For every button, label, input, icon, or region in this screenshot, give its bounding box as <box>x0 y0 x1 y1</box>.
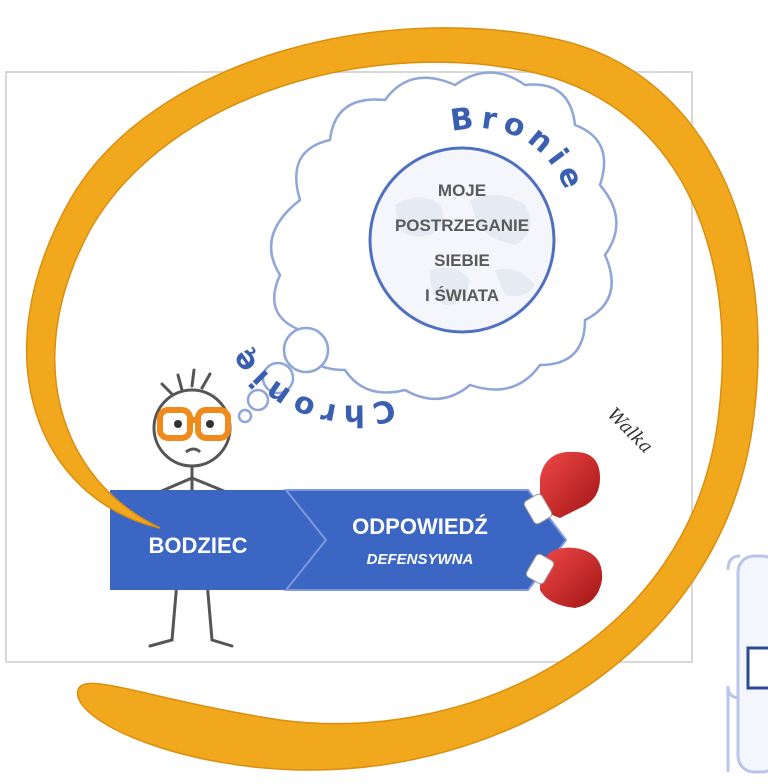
perception-circle <box>368 146 556 334</box>
partial-card <box>726 554 768 774</box>
orange-glasses <box>157 407 231 441</box>
arrow-banner-right <box>283 489 568 591</box>
arrow-banner-left <box>110 490 326 590</box>
mouth <box>185 447 202 454</box>
orange-swoosh-ring <box>25 27 759 771</box>
circle-line-1: MOJE <box>438 181 486 200</box>
arrow-left-label: BODZIEC <box>149 533 248 558</box>
arrow-right-label: ODPOWIEDŹ <box>352 514 488 539</box>
circle-line-3: SIEBIE <box>434 251 490 270</box>
arrow-right-sublabel: DEFENSYWNA <box>367 551 474 568</box>
boxing-glove-bottom <box>525 547 603 608</box>
boxing-glove-top <box>523 451 600 525</box>
circle-line-4: I ŚWIATA <box>425 286 499 305</box>
circle-line-2: POSTRZEGANIE <box>395 216 529 235</box>
